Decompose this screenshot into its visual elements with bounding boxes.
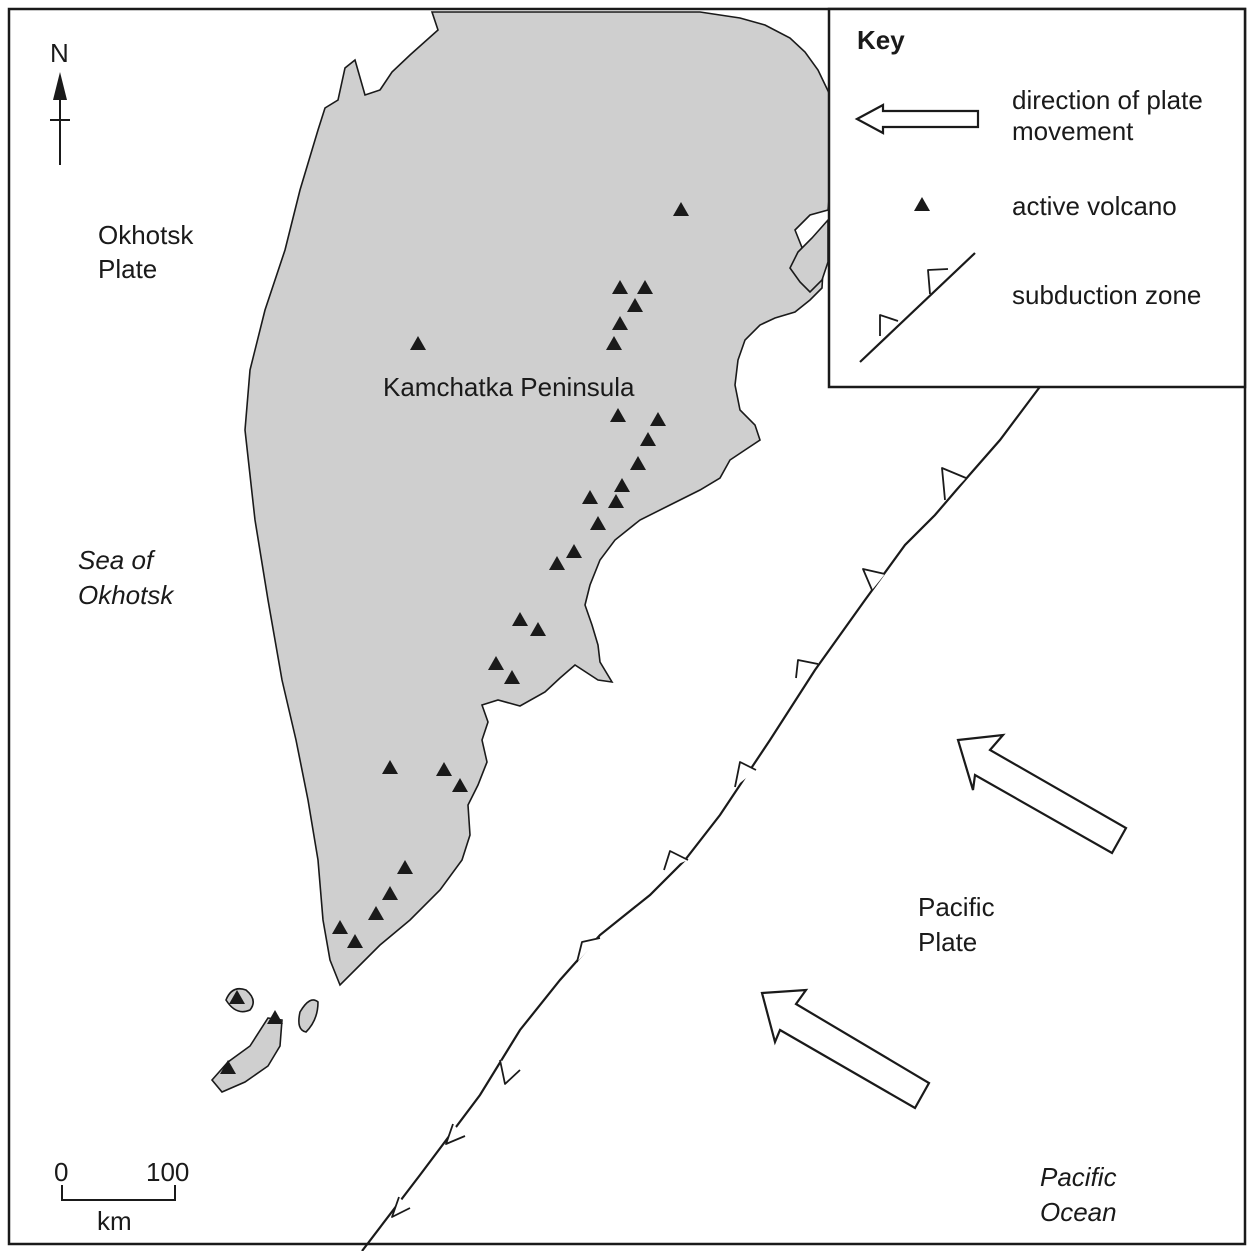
volcano-marker (436, 762, 452, 776)
scale-start-label: 0 (54, 1157, 68, 1187)
east-coast-hook (789, 217, 829, 294)
volcano-marker (512, 612, 528, 626)
key-volcano-label: active volcano (1012, 191, 1177, 221)
key-subduction-label: subduction zone (1012, 280, 1201, 310)
volcano-marker (582, 490, 598, 504)
volcano-marker (673, 202, 689, 216)
volcano-marker (397, 860, 413, 874)
volcano-marker (382, 760, 398, 774)
volcano-marker (640, 432, 656, 446)
volcano-marker (566, 544, 582, 558)
volcano-marker (630, 456, 646, 470)
volcano-marker (590, 516, 606, 530)
volcano-marker (347, 934, 363, 948)
volcano-marker (452, 778, 468, 792)
volcano-marker (410, 336, 426, 350)
okhotsk-plate-label-1: Okhotsk (98, 220, 194, 250)
north-label: N (50, 38, 69, 68)
sea-of-okhotsk-label-1: Sea of (78, 545, 156, 575)
pacific-plate-label-1: Pacific (918, 892, 995, 922)
pacific-plate-label-2: Plate (918, 927, 977, 957)
pacific-ocean-label-1: Pacific (1040, 1162, 1117, 1192)
plate-motion-arrow-lower (760, 988, 931, 1110)
key-title: Key (857, 25, 905, 55)
volcano-marker (488, 656, 504, 670)
kamchatka-peninsula-label: Kamchatka Peninsula (383, 372, 635, 402)
volcano-marker (382, 886, 398, 900)
north-arrow: N (50, 38, 70, 165)
volcano-triangle-icon (914, 197, 930, 211)
trench-teeth (391, 467, 967, 1218)
volcano-marker (504, 670, 520, 684)
volcano-marker (637, 280, 653, 294)
volcano-marker (606, 336, 622, 350)
volcano-marker (368, 906, 384, 920)
volcano-markers (220, 202, 689, 1074)
volcano-marker (229, 990, 245, 1004)
volcano-marker (332, 920, 348, 934)
scale-end-label: 100 (146, 1157, 189, 1187)
scale-bar: 0 100 km (54, 1157, 189, 1236)
pacific-ocean-label-2: Ocean (1040, 1197, 1117, 1227)
okhotsk-plate-label-2: Plate (98, 254, 157, 284)
volcano-marker (549, 556, 565, 570)
scale-unit-label: km (97, 1206, 132, 1236)
plate-motion-arrow-upper (956, 733, 1128, 855)
subduction-zone-icon (859, 252, 976, 363)
volcano-marker (650, 412, 666, 426)
volcano-marker (612, 280, 628, 294)
volcano-marker (608, 494, 624, 508)
volcano-marker (627, 298, 643, 312)
volcano-marker (267, 1010, 283, 1024)
volcano-marker (612, 316, 628, 330)
volcano-marker (220, 1060, 236, 1074)
volcano-marker (610, 408, 626, 422)
hollow-arrow-icon (854, 103, 980, 135)
key-arrow-label-2: movement (1012, 116, 1134, 146)
sea-of-okhotsk-label-2: Okhotsk (78, 580, 175, 610)
key-arrow-label-1: direction of plate (1012, 85, 1203, 115)
volcano-marker (614, 478, 630, 492)
volcano-marker (530, 622, 546, 636)
map-key: Key direction of plate movement active v… (827, 7, 1247, 389)
island-medium (298, 999, 319, 1033)
